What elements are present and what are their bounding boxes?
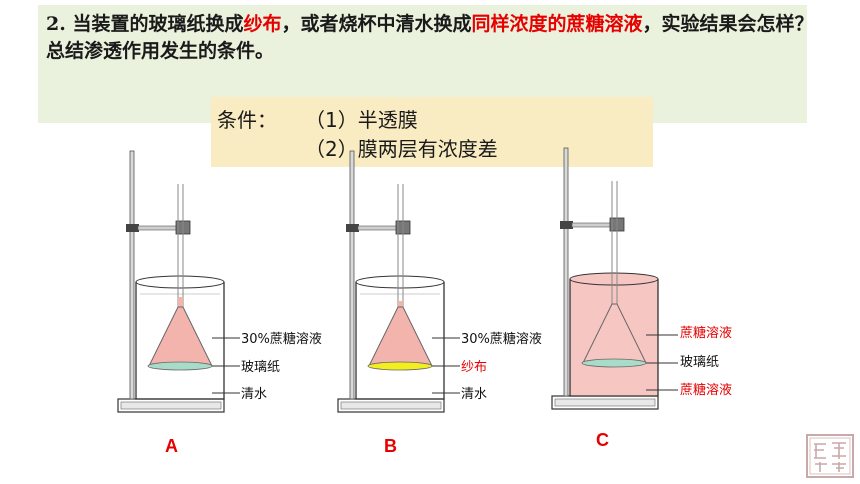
conditions-heading: 条件： xyxy=(217,108,277,132)
label-top: 蔗糖溶液 xyxy=(680,325,732,341)
setup-letter: A xyxy=(165,436,178,456)
iron-stand xyxy=(117,150,225,413)
question-highlight-gauze: 纱布 xyxy=(243,13,282,35)
question-part-3: ，实验结果会怎样？ 总结渗透作用发生的条件。 xyxy=(46,13,814,62)
label-membrane: 纱布 xyxy=(461,360,487,375)
condition-item-1: （1）半透膜 xyxy=(305,108,418,132)
label-membrane: 玻璃纸 xyxy=(680,355,719,370)
beaker xyxy=(569,279,659,397)
label-top: 30%蔗糖溶液 xyxy=(461,331,542,347)
seal-stamp-icon xyxy=(806,434,854,478)
label-bottom: 清水 xyxy=(241,387,267,402)
setup-c: 蔗糖溶液 玻璃纸 蔗糖溶液 C xyxy=(551,147,732,450)
membrane xyxy=(147,361,213,371)
label-membrane: 玻璃纸 xyxy=(241,360,280,375)
tube-solution xyxy=(398,301,403,307)
question-highlight-solution: 同样浓度的蔗糖溶液 xyxy=(471,13,643,35)
beaker-rim xyxy=(569,272,659,286)
question-part-2: ，或者烧杯中清水换成 xyxy=(281,13,472,35)
question-text: 2. 当装置的玻璃纸换成纱布，或者烧杯中清水换成同样浓度的蔗糖溶液，实验结果会怎… xyxy=(46,11,816,65)
condition-item-2: （2）膜两层有浓度差 xyxy=(305,137,498,161)
label-bottom: 清水 xyxy=(461,387,487,402)
setup-a: 30%蔗糖溶液 玻璃纸 清水 A xyxy=(117,150,322,456)
beaker-rim xyxy=(135,275,225,289)
iron-stand xyxy=(337,150,445,413)
conditions-panel xyxy=(211,97,653,167)
label-top: 30%蔗糖溶液 xyxy=(241,331,322,347)
label-bottom: 蔗糖溶液 xyxy=(680,382,732,398)
beaker-rim xyxy=(355,275,445,289)
setup-letter: B xyxy=(384,436,397,456)
funnel-solution xyxy=(148,306,213,367)
funnel-solution xyxy=(368,306,433,367)
beaker xyxy=(355,282,445,400)
membrane xyxy=(367,361,433,371)
beaker xyxy=(135,282,225,400)
setup-b: 30%蔗糖溶液 纱布 清水 B xyxy=(337,150,542,456)
question-part-1: 2. 当装置的玻璃纸换成 xyxy=(46,13,244,35)
tube-solution xyxy=(178,297,183,307)
setup-letter: C xyxy=(596,430,609,450)
membrane xyxy=(581,358,647,368)
